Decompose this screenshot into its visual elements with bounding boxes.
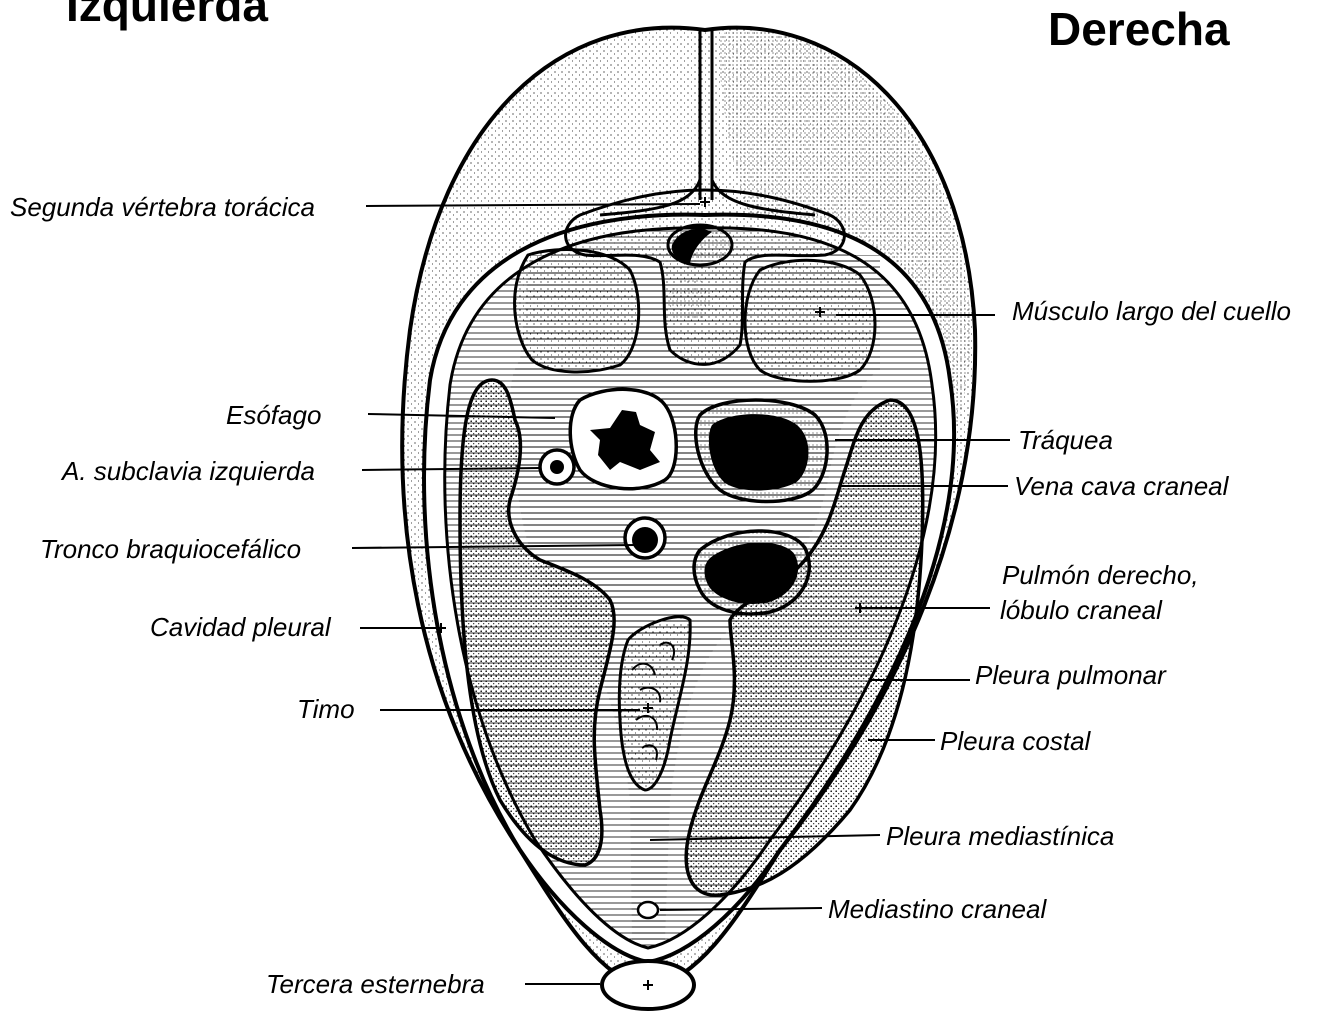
side-title-right: Derecha bbox=[1048, 6, 1230, 52]
label-esofago: Esófago bbox=[226, 402, 321, 428]
left-subclavian-artery bbox=[540, 450, 574, 484]
label-cavidad-pleural: Cavidad pleural bbox=[150, 614, 331, 640]
side-title-left: Izquierda bbox=[66, 0, 268, 28]
cranial-vena-cava bbox=[694, 531, 809, 614]
label-timo: Timo bbox=[297, 696, 355, 722]
label-tercera-esternebra: Tercera esternebra bbox=[266, 971, 485, 997]
label-traquea: Tráquea bbox=[1018, 427, 1113, 453]
label-vena-cava: Vena cava craneal bbox=[1014, 473, 1228, 499]
label-mediastino-craneal: Mediastino craneal bbox=[828, 896, 1046, 922]
label-musculo-largo: Músculo largo del cuello bbox=[1012, 298, 1291, 324]
label-subclavia: A. subclavia izquierda bbox=[62, 458, 315, 484]
brachiocephalic-trunk bbox=[625, 518, 665, 558]
label-pulmon-derecho-line2: lóbulo craneal bbox=[1000, 597, 1162, 623]
label-segunda-vertebra: Segunda vértebra torácica bbox=[10, 194, 315, 220]
label-pleura-costal: Pleura costal bbox=[940, 728, 1090, 754]
label-tronco: Tronco braquiocefálico bbox=[40, 536, 301, 562]
esophagus bbox=[570, 389, 676, 488]
label-pleura-mediastinica: Pleura mediastínica bbox=[886, 823, 1114, 849]
label-pulmon-derecho-line1: Pulmón derecho, bbox=[1002, 562, 1199, 588]
label-pleura-pulmonar: Pleura pulmonar bbox=[975, 662, 1166, 688]
trachea bbox=[696, 400, 827, 502]
